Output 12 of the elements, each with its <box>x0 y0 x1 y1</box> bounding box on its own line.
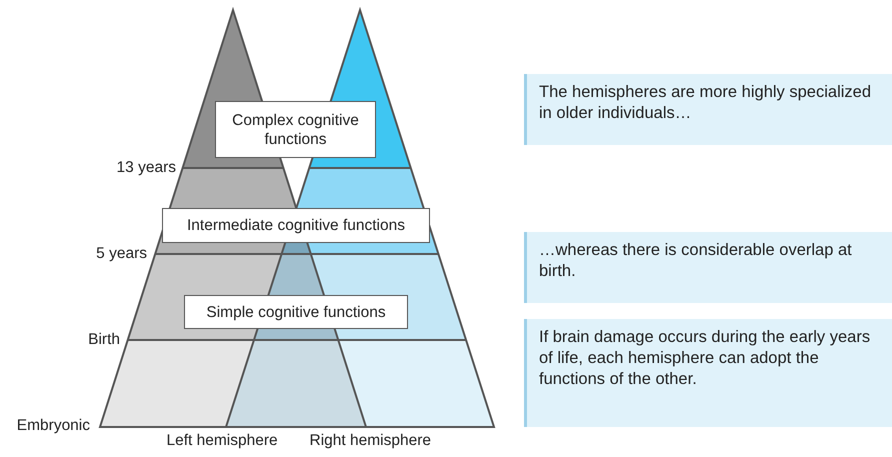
note-panel: If brain damage occurs during the early years of life, each hemisphere can adopt the functions of the other. <box>524 319 892 427</box>
note-panel: The hemispheres are more highly specialized in older individuals… <box>524 74 892 145</box>
function-label-box: Complex cognitive functions <box>215 101 376 158</box>
function-label-box: Simple cognitive functions <box>184 295 408 329</box>
age-label: Birth <box>88 331 120 349</box>
hemisphere-label: Right hemisphere <box>310 432 431 450</box>
hemisphere-label: Left hemisphere <box>166 432 278 450</box>
age-label: Embryonic <box>16 417 90 435</box>
note-panel: …whereas there is considerable overlap at birth. <box>524 232 892 303</box>
function-label-box: Intermediate cognitive functions <box>162 208 430 243</box>
age-label: 5 years <box>96 245 147 263</box>
age-label: 13 years <box>116 159 176 177</box>
